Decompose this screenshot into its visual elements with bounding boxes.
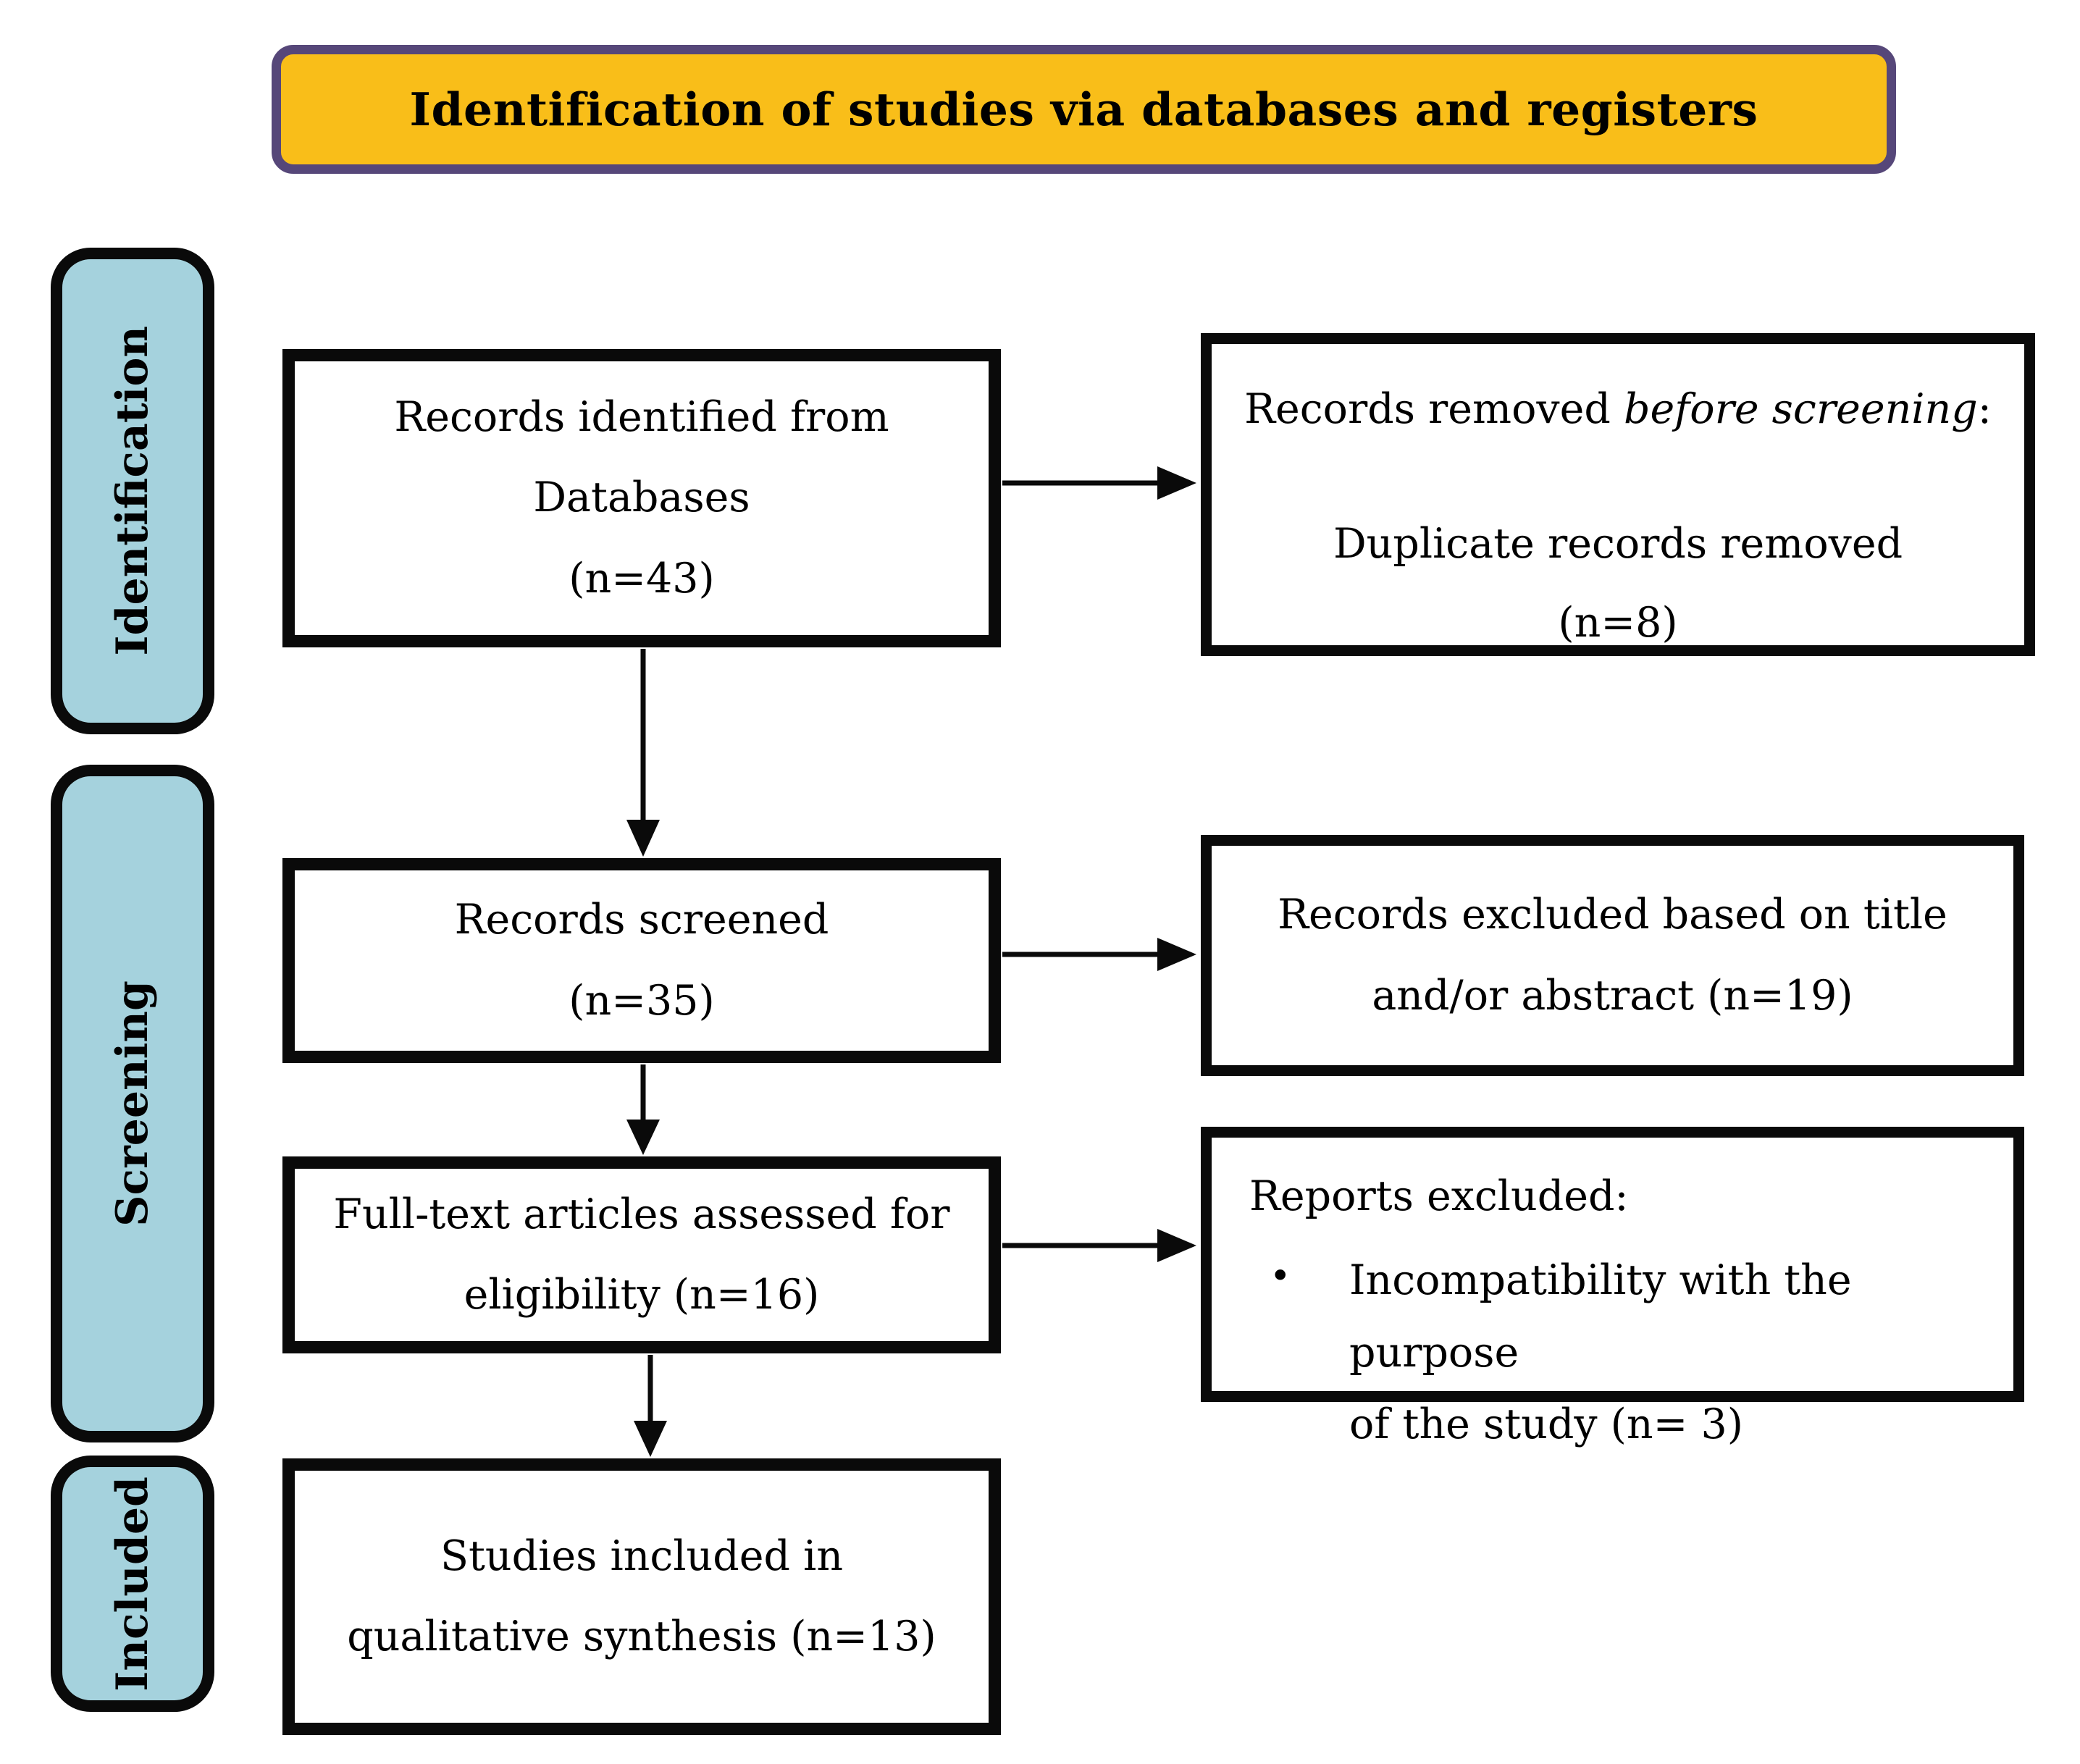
removed-prefix: Records removed: [1244, 385, 1624, 433]
box-records-screened: Records screened (n=35): [282, 858, 1001, 1063]
box-records-excluded-text: Records excluded based on title and/or a…: [1278, 891, 1947, 1020]
box-studies-included-text: Studies included in qualitative synthesi…: [347, 1532, 936, 1660]
box-records-excluded: Records excluded based on title and/or a…: [1201, 835, 2024, 1076]
box-records-identified-text: Records identified from Databases (n=43): [394, 393, 889, 602]
box-studies-included: Studies included in qualitative synthesi…: [282, 1458, 1001, 1735]
reports-excluded-bullet-text: Incompatibility with the purpose of the …: [1349, 1256, 1852, 1449]
box-records-removed-title: Records removed before screening:: [1244, 370, 1992, 448]
box-records-screened-text: Records screened (n=35): [454, 896, 829, 1025]
reports-excluded-bullet-item: • Incompatibility with the purpose of th…: [1249, 1245, 1984, 1461]
removed-italic: before screening: [1623, 385, 1978, 433]
arrow-identified-to-screened: [626, 649, 660, 857]
stage-screening-label: Screening: [107, 980, 158, 1227]
box-fulltext-assessed: Full-text articles assessed for eligibil…: [282, 1156, 1001, 1353]
arrow-screened-to-fulltext: [626, 1064, 660, 1155]
box-fulltext-assessed-text: Full-text articles assessed for eligibil…: [333, 1190, 950, 1319]
box-records-removed-detail: Duplicate records removed (n=8): [1333, 520, 1903, 647]
arrow-identified-to-removed: [1002, 466, 1196, 500]
stage-screening: Screening: [51, 765, 214, 1442]
arrow-fulltext-to-included: [634, 1355, 667, 1457]
arrow-screened-to-excluded: [1002, 938, 1196, 971]
stage-included: Included: [51, 1456, 214, 1712]
stage-included-label: Included: [107, 1476, 158, 1692]
stage-identification: Identification: [51, 248, 214, 734]
removed-suffix: :: [1977, 385, 1992, 433]
header-banner: Identification of studies via databases …: [272, 45, 1896, 174]
arrow-fulltext-to-reports: [1002, 1229, 1196, 1262]
box-records-removed: Records removed before screening: Duplic…: [1201, 333, 2035, 656]
diagram-title: Identification of studies via databases …: [409, 83, 1758, 136]
bullet-icon: •: [1270, 1254, 1291, 1297]
box-reports-excluded: Reports excluded: • Incompatibility with…: [1201, 1127, 2024, 1448]
box-reports-excluded-title: Reports excluded:: [1249, 1172, 1629, 1220]
box-records-identified: Records identified from Databases (n=43): [282, 349, 1001, 647]
stage-identification-label: Identification: [107, 326, 158, 656]
